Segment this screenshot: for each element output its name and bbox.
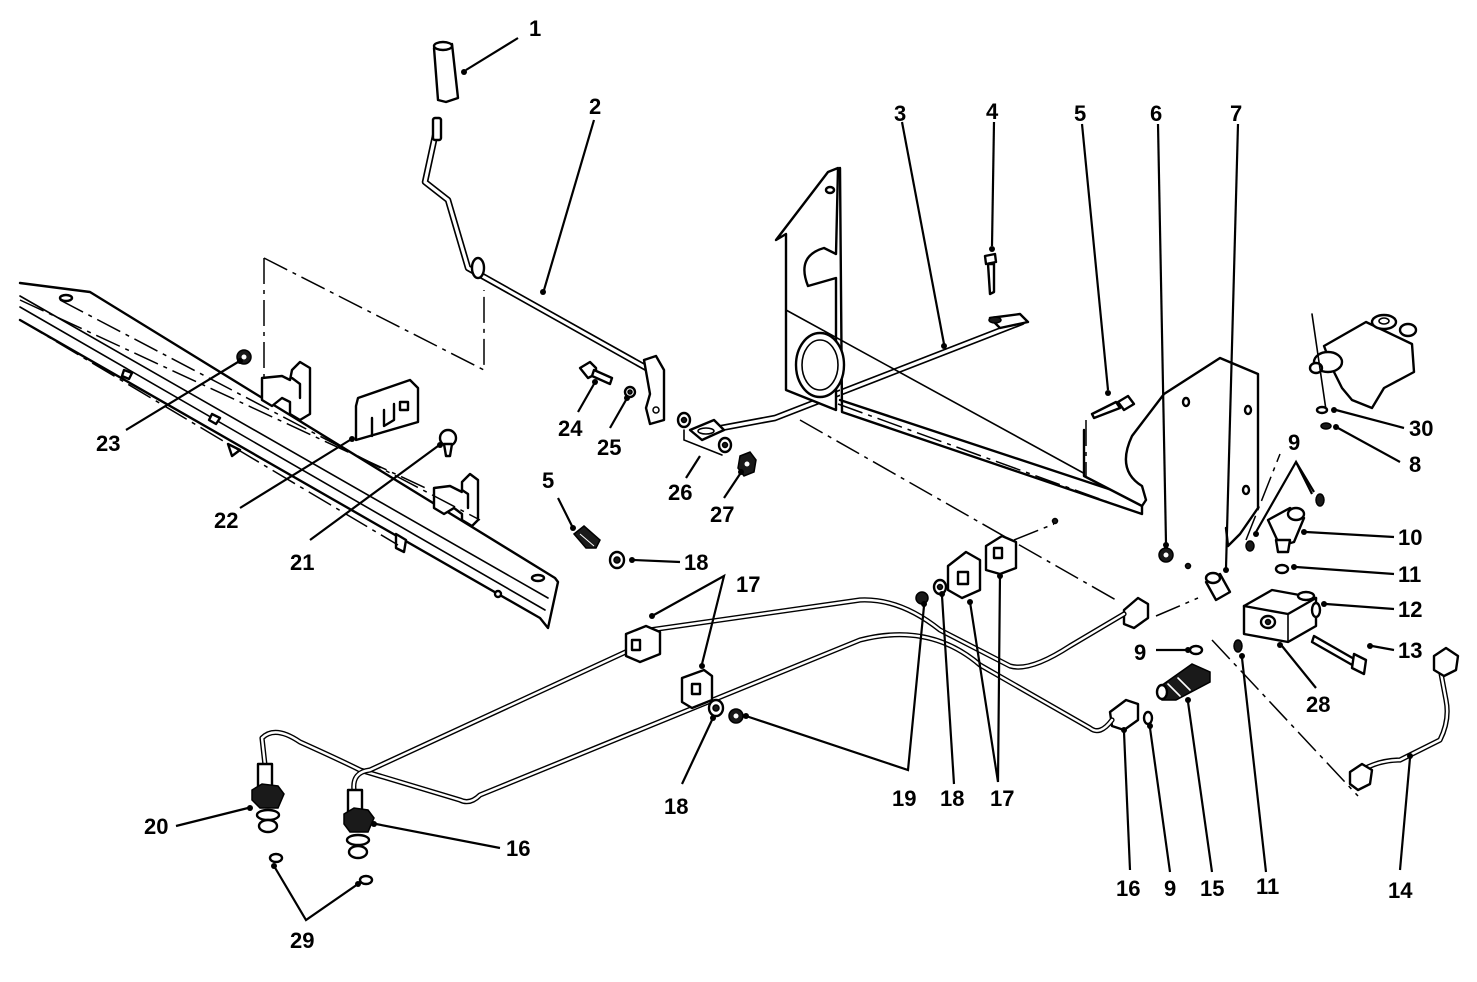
callout-26: 26: [668, 480, 692, 505]
callout-19: 19: [892, 786, 916, 811]
callout-21: 21: [290, 550, 314, 575]
callout-1: 1: [529, 16, 541, 41]
valve-bracket: [1082, 356, 1260, 548]
callout-9-upper: 9: [1288, 430, 1300, 455]
tube-nut-part-16-right: [1108, 596, 1150, 732]
callout-10: 10: [1398, 525, 1422, 550]
callout-28: 28: [1306, 692, 1330, 717]
fitting-part-16-left: [343, 788, 375, 860]
o-ring-part-11-upper: [1274, 563, 1290, 575]
callout-14: 14: [1388, 878, 1413, 903]
clamp-part-17: [624, 517, 1059, 710]
bolt-part-4: [983, 252, 998, 296]
alignment-lines-right: [799, 403, 1359, 797]
callout-17-right: 17: [990, 786, 1014, 811]
valve-top: [1308, 313, 1418, 411]
callout-17-left: 17: [736, 572, 760, 597]
callout-5-lower: 5: [542, 468, 554, 493]
bolt-part-13: [1310, 634, 1368, 676]
callout-20: 20: [144, 814, 168, 839]
callout-6: 6: [1150, 101, 1162, 126]
valve-block-part-12: [1242, 588, 1322, 644]
callout-13: 13: [1398, 638, 1422, 663]
callout-7: 7: [1230, 101, 1242, 126]
callout-5-upper: 5: [1074, 101, 1086, 126]
mounting-plate: [774, 166, 1144, 516]
callout-11-lower: 11: [1256, 874, 1279, 899]
spacer-part-25: [623, 385, 637, 399]
frame-rail: [18, 281, 560, 630]
bolt-part-24: [578, 360, 614, 386]
nut-part-19: [728, 591, 929, 724]
o-ring-part-11-lower: [1233, 639, 1243, 653]
callout-18-right: 18: [940, 786, 964, 811]
callout-18-upper: 18: [684, 550, 708, 575]
callout-29: 29: [290, 928, 314, 953]
callout-22: 22: [214, 508, 238, 533]
bolt-part-5-upper: [1090, 394, 1136, 420]
callout-24: 24: [558, 416, 583, 441]
callout-3: 3: [894, 101, 906, 126]
shift-knob-part-1: [432, 40, 460, 104]
hydraulic-tubes: [259, 597, 1450, 805]
fitting-part-15: [1155, 663, 1211, 701]
callout-16-right: 16: [1116, 876, 1140, 901]
o-ring-part-9-upper: [1245, 493, 1325, 552]
callout-18-lower: 18: [664, 794, 688, 819]
o-ring-part-30: [1315, 405, 1329, 415]
callout-12: 12: [1398, 597, 1422, 622]
callout-4: 4: [986, 99, 999, 124]
fitting-part-20: [251, 762, 285, 834]
washer-part-18: [608, 550, 948, 718]
nut-part-6: [1158, 547, 1192, 570]
callout-16-left: 16: [506, 836, 530, 861]
callout-9-lower: 9: [1164, 876, 1176, 901]
callout-labels: 1 2 3 4 5 6 7 9 30 8 10 11 12 13 9 28 23…: [96, 16, 1433, 953]
pin-part-21: [438, 428, 458, 458]
callout-9-middle: 9: [1134, 640, 1146, 665]
elbow-fitting-part-10: [1266, 506, 1306, 554]
bolt-part-5-lower: [572, 525, 601, 549]
plate-part-22: [354, 378, 420, 442]
o-ring-part-29: [268, 852, 374, 886]
leader-lines: [125, 37, 1413, 922]
tube-part-14: [1348, 646, 1460, 792]
spacer-part-7: [1204, 571, 1232, 602]
callout-30: 30: [1409, 416, 1433, 441]
rod-part-3: [688, 312, 1030, 442]
callout-23: 23: [96, 431, 120, 456]
callout-2: 2: [589, 94, 601, 119]
callout-11-upper: 11: [1398, 562, 1421, 587]
callout-25: 25: [597, 435, 621, 460]
o-ring-part-8: [1320, 422, 1332, 430]
callout-15: 15: [1200, 876, 1224, 901]
washer-part-26: [676, 411, 733, 456]
alignment-lines-left: [19, 257, 485, 546]
callout-8: 8: [1409, 452, 1421, 477]
shift-lever-part-2: [421, 116, 666, 426]
callout-27: 27: [710, 502, 734, 527]
